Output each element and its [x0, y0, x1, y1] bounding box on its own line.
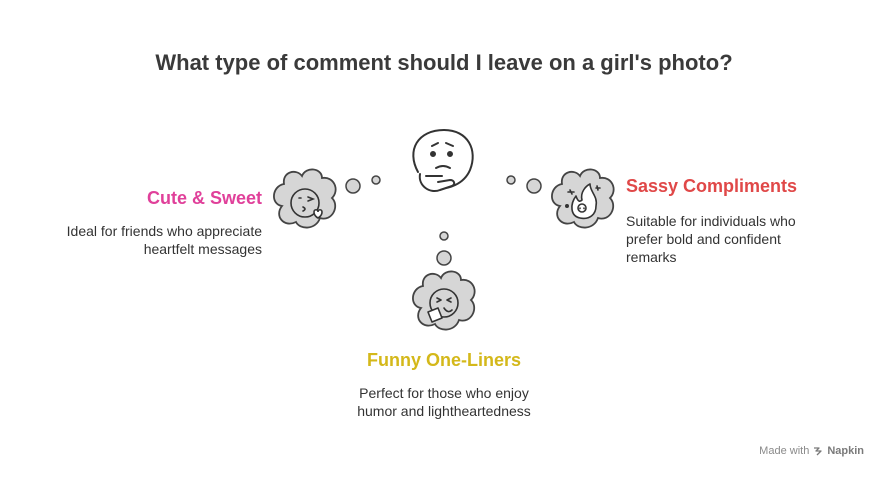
sassy-cloud	[551, 168, 615, 229]
kissing-face-icon	[290, 188, 323, 219]
funny-cloud	[412, 270, 476, 331]
cute-cloud	[273, 168, 337, 229]
napkin-logo-icon	[814, 447, 822, 456]
thought-bubble-down	[436, 231, 452, 266]
made-with-napkin-footer[interactable]: Made with Napkin	[759, 445, 864, 457]
cute-sweet-description-line: Ideal for friends who appreciate	[66, 223, 262, 239]
sassy-compliments-description: Suitable for individuals who prefer bold…	[626, 212, 826, 266]
sassy-compliments-heading: Sassy Compliments	[626, 176, 798, 196]
thinking-face-icon	[412, 129, 474, 192]
funny-one-liners-description: Perfect for those who enjoy humor and li…	[344, 384, 544, 420]
thought-bubble-right	[506, 175, 542, 194]
laughing-face-icon	[427, 288, 459, 323]
cute-sweet-heading: Cute & Sweet	[146, 188, 262, 208]
funny-one-liners-description-line: Perfect for those who enjoy	[359, 385, 529, 401]
sassy-compliments-description-line: remarks	[626, 249, 677, 265]
funny-one-liners-heading: Funny One-Liners	[366, 350, 521, 370]
sassy-compliments-description-line: Suitable for individuals who	[626, 213, 796, 229]
page-title: What type of comment should I leave on a…	[155, 50, 733, 75]
cute-sweet-description: Ideal for friends who appreciate heartfe…	[32, 222, 262, 258]
footer-brand: Napkin	[827, 445, 864, 457]
funny-one-liners-description-line: humor and lightheartedness	[357, 403, 531, 419]
thought-bubble-left	[345, 175, 381, 194]
cute-sweet-description-line: heartfelt messages	[143, 241, 262, 257]
sassy-compliments-description-line: prefer bold and confident	[626, 231, 781, 247]
footer-prefix: Made with	[759, 445, 810, 457]
fire-icon	[564, 183, 601, 220]
